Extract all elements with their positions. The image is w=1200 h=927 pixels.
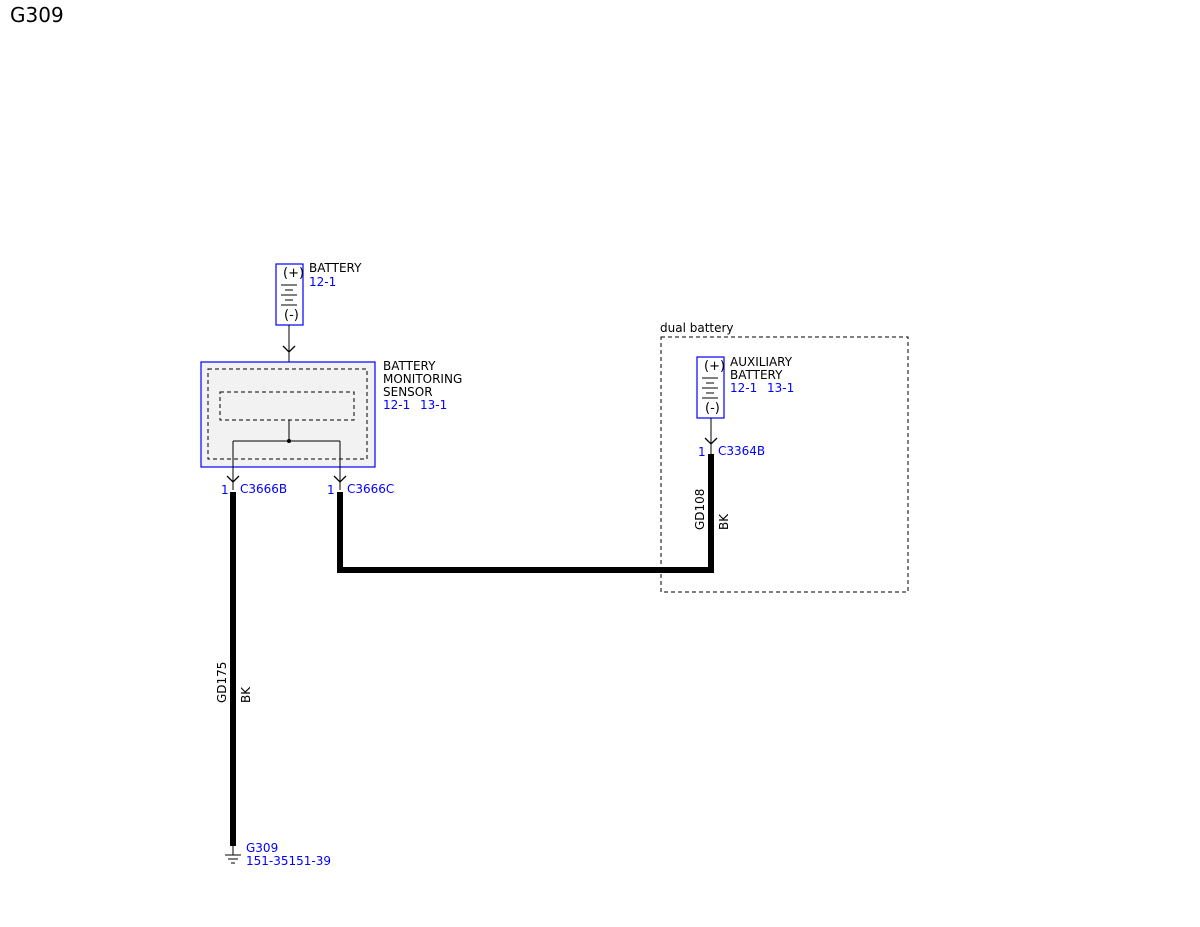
aux-battery-ref-link-2[interactable]: 13-1 [767, 381, 794, 395]
sensor-ref-link-1[interactable]: 12-1 [383, 398, 410, 412]
battery-minus-label: (-) [284, 308, 299, 323]
connector-arrow-icon [226, 475, 240, 483]
aux-battery-cells-icon [702, 377, 718, 399]
sensor-inner-dashed [207, 368, 368, 460]
dual-battery-option: dual battery (+) (-) AUXILIARY BATTERY 1… [660, 321, 909, 593]
connector-pin-c3666c: 1 [327, 483, 335, 497]
ground-g309: G309 151-35151-39 [225, 841, 331, 868]
connector-c3666c[interactable]: C3666C [347, 482, 394, 496]
sensor-name-line-3: SENSOR [383, 385, 433, 399]
sensor-ref-link-2[interactable]: 13-1 [420, 398, 447, 412]
battery-plus-label: (+) [283, 266, 304, 281]
battery-monitoring-sensor: BATTERY MONITORING SENSOR 12-1 13-1 [200, 359, 462, 490]
connector-c3666b[interactable]: C3666B [240, 482, 287, 496]
dual-battery-label: dual battery [660, 321, 734, 335]
page-title: G309 [10, 3, 64, 27]
connector-c3364b[interactable]: C3364B [718, 444, 765, 458]
connector-pin-c3364b: 1 [698, 445, 706, 459]
aux-battery-minus-label: (-) [705, 401, 720, 416]
connector-arrow-icon [333, 475, 347, 483]
wire-gd175-color: BK [239, 686, 253, 703]
aux-battery-name-line-2: BATTERY [730, 368, 783, 382]
ground-name-link[interactable]: G309 [246, 841, 278, 855]
aux-battery-plus-label: (+) [704, 359, 725, 374]
wire-gd108-color: BK [717, 513, 731, 530]
connector-arrow-icon [282, 345, 296, 353]
wire-gd108 [337, 454, 714, 573]
aux-battery-ref-link-1[interactable]: 12-1 [730, 381, 757, 395]
ground-icon [225, 854, 241, 864]
sensor-box [200, 361, 376, 468]
dual-battery-dashed-box [660, 336, 909, 593]
sensor-name-line-1: BATTERY [383, 359, 436, 373]
wire-gd108-circuit: GD108 [693, 489, 707, 530]
wire-gd175-circuit: GD175 [215, 662, 229, 703]
sensor-name-line-2: MONITORING [383, 372, 462, 386]
connector-arrow-icon [704, 437, 718, 445]
battery: (+) (-) BATTERY 12-1 [275, 261, 362, 326]
battery-name: BATTERY [309, 261, 362, 275]
battery-cells-icon [281, 284, 297, 306]
connector-pin-c3666b: 1 [221, 483, 229, 497]
aux-battery-name-line-1: AUXILIARY [730, 355, 793, 369]
sensor-element-dashed [219, 391, 355, 421]
ground-ref-link[interactable]: 151-35151-39 [246, 854, 331, 868]
battery-ref-link[interactable]: 12-1 [309, 275, 336, 289]
